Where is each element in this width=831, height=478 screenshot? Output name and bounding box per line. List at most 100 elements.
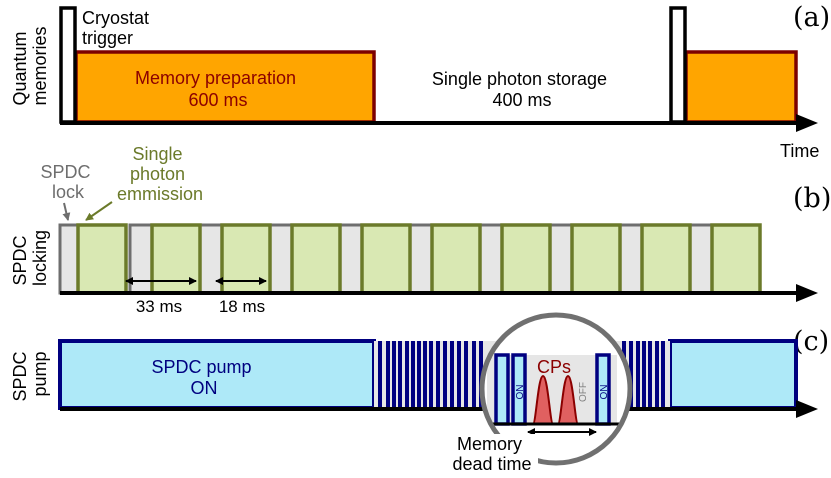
spdc-pump-on-block-2 — [668, 339, 798, 410]
photon-emission-window — [500, 223, 552, 295]
pump-pulse — [386, 341, 390, 408]
cryostat-trigger-line1: Cryostat — [82, 8, 149, 28]
panel-a-axis-arrowhead — [796, 114, 818, 132]
photon-emission-window — [360, 223, 412, 295]
dead-time-label: Memory dead time — [452, 434, 531, 474]
cryostat-trigger-label: Cryostat trigger — [82, 8, 154, 48]
spdc-lock-pointer — [62, 202, 71, 221]
panel-a: (a) Quantum memories Cryostat trigger Me… — [10, 2, 830, 161]
photon-emission-window — [290, 223, 342, 295]
panel-a-ylabel-line2: memories — [30, 26, 50, 105]
panel-b-ylabel-line2: locking — [30, 230, 50, 286]
panel-b: (b) SPDC locking SPDC lock Single photon… — [10, 144, 831, 316]
spdc-pump-on-block — [58, 339, 376, 410]
pump-pulse — [457, 341, 461, 408]
panel-b-ylabel-line1: SPDC — [10, 236, 30, 286]
dead-time-line2: dead time — [452, 454, 531, 474]
pump-pulse — [378, 341, 382, 408]
spdc-lock-label: SPDC lock — [40, 162, 95, 202]
cryostat-trigger-pulse — [59, 6, 77, 124]
on-label-left: ON — [515, 385, 526, 400]
spdc-lock-window — [548, 223, 574, 295]
spdc-lock-window — [478, 223, 504, 295]
photon-emission-window — [640, 223, 692, 295]
cps-label: CPs — [537, 357, 571, 377]
panel-c-ylabel-line1: SPDC — [10, 352, 30, 402]
spdc-lock-window — [198, 223, 224, 295]
pump-pulse — [464, 341, 468, 408]
pump-pulse — [392, 341, 396, 408]
dimension-18ms-label: 18 ms — [219, 297, 265, 316]
spdc-pump-line2: ON — [191, 378, 218, 398]
photon-storage-line1: Single photon storage — [432, 69, 607, 89]
pump-pulse — [661, 341, 665, 408]
spdc-pump-label: SPDC pump ON — [151, 357, 256, 398]
memory-preparation-label: Memory preparation 600 ms — [135, 68, 301, 110]
photon-emission-window — [570, 223, 622, 295]
on-label-right: ON — [599, 385, 610, 400]
memory-preparation-line1: Memory preparation — [135, 68, 296, 88]
photon-emission-label: Single photon emmission — [117, 144, 203, 204]
panel-a-ylabel-line1: Quantum — [10, 31, 30, 105]
cryostat-trigger-pulse-2 — [669, 6, 687, 124]
panel-c: (c) SPDC pump SPDC pump ON ON OFF ON — [10, 312, 829, 474]
pump-pulse — [398, 341, 402, 408]
photon-storage-label: Single photon storage 400 ms — [432, 69, 612, 110]
spdc-pump-line1: SPDC pump — [151, 357, 251, 377]
photon-emission-window — [430, 223, 482, 295]
panel-a-tag: (a) — [793, 2, 830, 33]
pump-pulse — [417, 341, 421, 408]
spdc-lock-window — [618, 223, 644, 295]
panel-c-ylabel-line2: pump — [30, 351, 50, 396]
spdc-lock-window — [408, 223, 434, 295]
pump-pulse — [443, 341, 447, 408]
pump-pulse — [423, 341, 427, 408]
pump-pulse — [648, 341, 652, 408]
pump-pulse — [411, 341, 415, 408]
pump-pulse — [642, 341, 646, 408]
memory-preparation-line2: 600 ms — [188, 90, 247, 110]
pump-pulse — [429, 341, 433, 408]
memory-preparation-block-2 — [684, 50, 798, 124]
photon-emission-window — [76, 223, 128, 295]
pump-pulse — [450, 341, 454, 408]
control-pulse-2 — [557, 374, 579, 425]
spdc-lock-window — [688, 223, 714, 295]
pump-pulse — [405, 341, 409, 408]
panel-c-axis-arrowhead — [796, 400, 818, 418]
spdc-lock-window — [128, 223, 154, 295]
cryostat-trigger-line2: trigger — [82, 28, 133, 48]
control-pulse-1 — [530, 374, 554, 425]
photon-emission-window — [150, 223, 202, 295]
spdc-lock-window — [58, 223, 80, 295]
dead-time-label-bg — [446, 434, 538, 474]
pump-pulse — [636, 341, 640, 408]
spdc-lock-line1: SPDC — [40, 162, 90, 182]
time-axis-label: Time — [780, 141, 819, 161]
spdc-lock-line2: lock — [52, 182, 85, 202]
magnifier-ring — [479, 312, 633, 466]
panel-b-ylabel: SPDC locking — [10, 230, 50, 286]
dimension-33ms-label: 33 ms — [136, 297, 182, 316]
pump-pulse — [472, 341, 476, 408]
spdc-lock-window — [338, 223, 364, 295]
spdc-lock-window — [268, 223, 294, 295]
magnified-pump-pulse-left — [494, 353, 510, 426]
photon-emission-line2: photon — [130, 164, 185, 184]
dead-time-line1: Memory — [457, 434, 522, 454]
panel-b-axis-arrowhead — [796, 284, 818, 302]
panel-c-ylabel: SPDC pump — [10, 346, 50, 401]
photon-emission-pointer — [85, 201, 113, 221]
photon-storage-line2: 400 ms — [492, 90, 551, 110]
photon-emission-window — [710, 223, 762, 295]
photon-emission-line1: Single — [132, 144, 182, 164]
pump-pulse — [655, 341, 659, 408]
photon-emission-line3: emmission — [117, 184, 203, 204]
pump-pulse — [436, 341, 440, 408]
off-label: OFF — [578, 382, 589, 402]
photon-emission-window — [220, 223, 272, 295]
panel-b-tag: (b) — [793, 183, 831, 214]
panel-a-ylabel: Quantum memories — [10, 26, 50, 105]
